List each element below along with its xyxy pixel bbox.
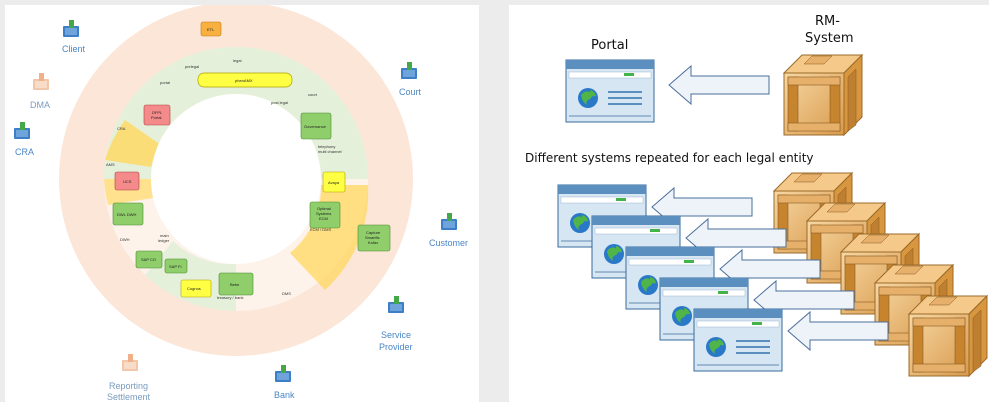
dwh-box-label: DWL DWH [117,212,137,217]
segment-label-telephony-1: telephony [318,144,335,149]
segment-label-telephony-2: multi channel [318,149,342,154]
dfpl-box-label-2: Portal [151,115,162,120]
segment-label-portal: portal [160,80,170,85]
rm-system-label-1: RM- [815,14,840,29]
entity-stack [557,172,988,377]
entity-portal-window-icon [693,308,783,372]
segment-label-dms: DMS [282,291,291,296]
court-icon [401,62,417,79]
reporting-label-2: Settlement [107,392,151,402]
diagram-caption: Different systems repeated for each lega… [525,151,814,165]
highlight-segment-cra [105,120,161,167]
bank-label: Bank [274,390,295,400]
etl-box-label: ETL [207,27,215,32]
client-icon [63,20,79,37]
segment-label-prelegal: prelegal [185,64,199,69]
sap-co-box-label: SAP CO [141,257,156,262]
reporting-label-1: Reporting [109,381,148,391]
rm-system-label-2: System [805,31,853,46]
governance-box-label: Governance [304,124,327,129]
dfpl-box-label-1: DFPL [152,110,163,115]
segment-label-ams: AMS [106,162,115,167]
court-actor: Court [399,62,422,97]
avaya-box-label: Avaya [328,180,340,185]
segment-label-post-legal: post legal [271,100,288,105]
capture-box: Capture Smartfix Kofax [357,224,391,252]
dma-actor: DMA [30,73,50,110]
sap-fi-box-label: SAP FI [169,264,182,269]
capture-box-label-3: Kofax [368,240,378,245]
client-label: Client [62,44,86,54]
service-provider-label-1: Service [381,330,411,340]
service-provider-icon [388,296,404,313]
cra-label: CRA [15,147,34,157]
data-flow-arrow [668,65,770,105]
ucs-box: UCS [114,171,140,191]
customer-actor: Customer [429,213,468,248]
bebe-box: Bebe [218,272,254,296]
sap-fi-box: SAP FI [164,258,188,274]
segment-label-court: court [308,92,318,97]
capture-box-label-2: Smartfix [365,235,380,240]
dma-icon [33,73,49,90]
optimal-box-label-2: Systems [316,211,331,216]
governance-box: Governance [300,112,332,140]
segment-label-main-ledger-2: ledger [158,238,170,243]
optimal-box-label-3: ECM [319,216,328,221]
entity-architecture-panel: Portal RM- System Different systems repe… [509,5,989,402]
system-landscape-panel: Client DMA CRA Court Customer Service Pr… [5,5,479,402]
segment-label-legal: legal [233,58,242,63]
client-actor: Client [62,20,86,54]
cognos-box: Cognos [180,279,212,298]
service-provider-label-2: Provider [379,342,413,352]
entity-crate-icon [908,295,988,377]
segment-label-cra: CRA [117,126,126,131]
cra-icon [14,122,30,139]
bank-actor: Bank [274,365,295,400]
ring-segment-bottom [145,241,236,312]
highlight-segment-dms [290,185,369,290]
etl-box: ETL [200,21,222,37]
rm-system-crate-icon [783,54,863,136]
phoenix-box: phenAMX [197,72,293,88]
cognos-box-label: Cognos [187,286,201,291]
segment-label-ecm-dms: ECM / DMS [310,227,331,232]
bebe-box-label: Bebe [230,282,240,287]
sap-co-box: SAP CO [135,250,163,269]
phoenix-box-label: phenAMX [235,78,253,83]
dfpl-portal-box: DFPL Portal [143,104,171,126]
cra-actor: CRA [14,122,34,157]
bank-icon [275,365,291,382]
service-provider-actor: Service Provider [379,296,413,352]
customer-label: Customer [429,238,468,248]
avaya-box: Avaya [322,171,346,193]
dwh-box: DWL DWH [112,202,144,226]
portal-label: Portal [591,38,628,53]
segment-label-treasury: treasury / bank [217,295,243,300]
inner-circle [151,94,321,264]
court-label: Court [399,87,422,97]
reporting-icon [122,354,138,371]
optimal-systems-box: Optimal Systems ECM [309,201,341,229]
ucs-box-label: UCS [123,179,132,184]
reporting-actor: Reporting Settlement [107,354,151,402]
customer-icon [441,213,457,230]
segment-label-dwh: DWH [120,237,130,242]
segment-label-main-ledger-1: main [160,233,169,238]
entity-arrow [787,311,889,351]
portal-window-icon [565,59,655,123]
dma-label: DMA [30,100,50,110]
optimal-box-label-1: Optimal [317,206,331,211]
capture-box-label-1: Capture [366,230,381,235]
